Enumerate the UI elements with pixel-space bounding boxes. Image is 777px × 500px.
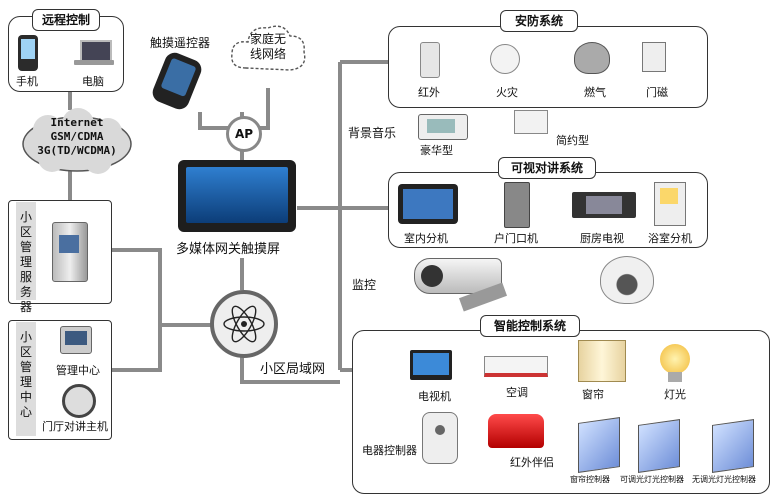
wireless-cloud-icon <box>231 25 306 71</box>
touch-remote-label: 触摸遥控器 <box>150 36 211 50</box>
bulb-base-icon <box>668 372 682 382</box>
background-music-label: 背景音乐 <box>348 126 397 140</box>
intercom-item-kitchen: 厨房电视 <box>580 232 624 245</box>
security-item-fire: 火灾 <box>496 86 518 99</box>
server-label: 小区管理服务器 <box>19 210 32 314</box>
appliance-controller-icon <box>422 412 458 464</box>
kitchen-tv-icon <box>572 192 636 218</box>
bullet-camera-icon <box>414 258 502 294</box>
pc-label: 电脑 <box>82 75 104 88</box>
ac-label: 空调 <box>506 386 528 399</box>
curtain-icon <box>578 340 626 382</box>
smart-control-title: 智能控制系统 <box>480 315 580 337</box>
lan-label: 小区局域网 <box>260 362 326 377</box>
security-title: 安防系统 <box>500 10 578 32</box>
curtain-controller-label: 窗帘控制器 <box>570 475 610 484</box>
bath-unit-icon <box>654 182 686 226</box>
music-simple-label: 简约型 <box>556 134 589 147</box>
door-host-label: 门厅对讲主机 <box>42 420 108 433</box>
security-item-infrared: 红外 <box>418 86 440 99</box>
lan-hub-icon <box>210 290 278 358</box>
intercom-item-bath: 浴室分机 <box>648 232 692 245</box>
music-deluxe-icon <box>418 114 468 140</box>
security-item-gas: 燃气 <box>584 86 606 99</box>
intercom-title: 可视对讲系统 <box>498 157 596 179</box>
music-simple-icon <box>514 110 548 134</box>
laptop-icon <box>80 40 112 62</box>
fire-detector-icon <box>490 44 520 74</box>
server-tower-icon <box>52 222 88 282</box>
management-label-bar <box>16 322 36 436</box>
indoor-unit-icon <box>398 184 458 224</box>
gateway-label: 多媒体网关触摸屏 <box>176 242 281 257</box>
management-label: 小区管理中心 <box>19 330 32 419</box>
air-conditioner-icon <box>484 356 548 377</box>
monitor-label: 监控 <box>352 278 377 292</box>
ir-companion-label: 红外伴侣 <box>510 456 554 469</box>
dome-camera-icon <box>600 256 654 304</box>
door-unit-icon <box>504 182 530 228</box>
music-deluxe-label: 豪华型 <box>420 144 453 157</box>
security-item-door: 门磁 <box>646 86 668 99</box>
door-intercom-host-icon <box>62 384 96 418</box>
access-point-node: AP <box>226 116 262 152</box>
light-label: 灯光 <box>664 388 686 401</box>
door-magnet-icon <box>642 42 666 72</box>
gateway-touchscreen-icon <box>178 160 296 232</box>
tv-label: 电视机 <box>418 390 451 403</box>
wifi-label: 家庭无线网络 <box>249 32 286 61</box>
smart-control-panel <box>352 330 770 494</box>
management-computer-icon <box>60 326 92 354</box>
appliance-controller-label: 电器控制器 <box>362 444 417 457</box>
internet-cloud-icon <box>22 108 132 174</box>
infrared-sensor-icon <box>420 42 440 78</box>
light-bulb-icon <box>660 344 690 374</box>
mobile-phone-icon <box>18 35 38 71</box>
intercom-item-door: 户门口机 <box>494 232 538 245</box>
curtain-label: 窗帘 <box>582 388 604 401</box>
dimmer-controller-icon <box>638 419 680 473</box>
server-label-bar <box>16 202 36 300</box>
non-dimmer-controller-icon <box>712 419 754 473</box>
gas-detector-icon <box>574 42 610 74</box>
curtain-controller-icon <box>578 417 620 473</box>
intercom-item-indoor: 室内分机 <box>404 232 448 245</box>
phone-label: 手机 <box>16 75 38 88</box>
dimmer-controller-label: 可调光灯光控制器 <box>620 475 684 484</box>
laptop-base-icon <box>74 60 114 65</box>
non-dimmer-controller-label: 无调光灯光控制器 <box>692 475 756 484</box>
management-center-label: 管理中心 <box>56 364 100 377</box>
ir-companion-icon <box>488 414 544 448</box>
remote-control-title: 远程控制 <box>32 9 100 31</box>
tv-icon <box>410 350 452 380</box>
internet-label: Internet GSM/CDMA 3G(TD/WCDMA) <box>37 116 117 157</box>
